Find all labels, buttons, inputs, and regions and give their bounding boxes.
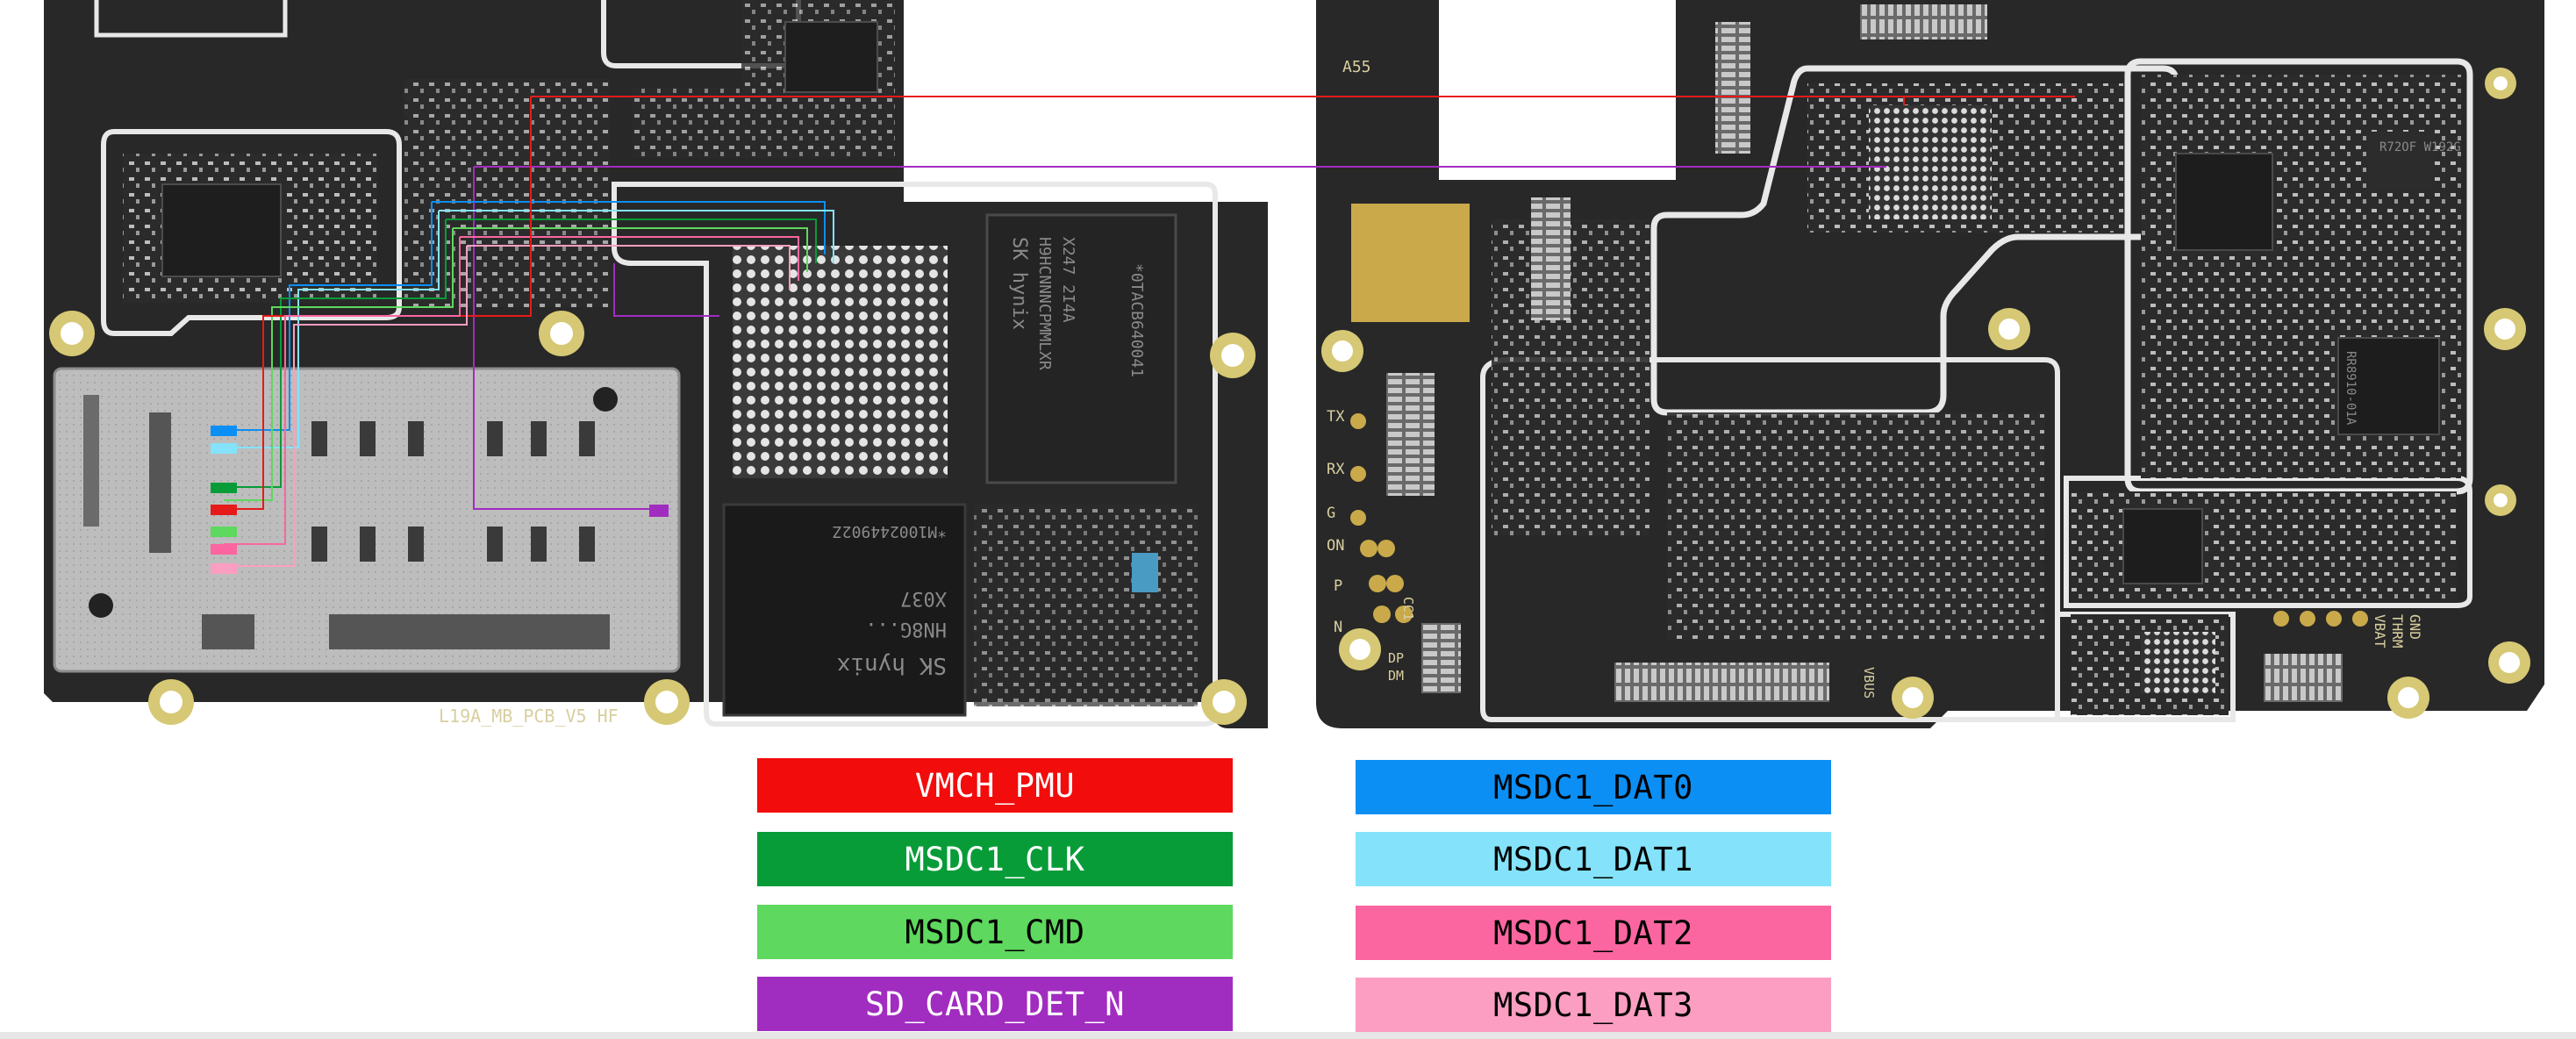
sd-socket-pin-highlights (211, 426, 669, 574)
left-pcb-label: L19A_MB_PCB_V5 HF (439, 706, 619, 727)
trace-msdc1-dat1 (439, 210, 834, 263)
svg-text:G: G (1327, 505, 1335, 522)
top-flex-connector (1860, 4, 1987, 39)
svg-text:DP: DP (1388, 650, 1404, 666)
svg-text:X037: X037 (900, 587, 947, 609)
legend-msdc1-dat0: MSDC1_DAT0 (1356, 760, 1831, 814)
battery-connector (2264, 654, 2343, 702)
svg-text:GND: GND (2407, 614, 2423, 640)
footer-divider (0, 1032, 2576, 1039)
svg-text:R72OF W192G: R72OF W192G (2379, 140, 2461, 154)
signal-traces (224, 96, 2075, 567)
legend-msdc1-dat2: MSDC1_DAT2 (1356, 906, 1831, 960)
right-board: A55 RR8910-01A R72OF W192G (1316, 0, 2544, 728)
svg-text:DM: DM (1388, 668, 1404, 684)
svg-text:RR8910-01A: RR8910-01A (2343, 351, 2358, 426)
svg-text:VBUS: VBUS (1861, 667, 1877, 699)
board-to-board-connector (1715, 22, 1750, 154)
trace-msdc1-dat3 (467, 245, 791, 290)
soc-bga-pads (733, 246, 948, 478)
trace-msdc1-clk (446, 219, 817, 263)
svg-text:H9HCNNNCPMMLXR: H9HCNNNCPMMLXR (1035, 237, 1054, 370)
rf-pa-chip (2337, 337, 2440, 435)
legend-msdc1-dat1: MSDC1_DAT1 (1356, 832, 1831, 886)
rf-transceiver-chip (2175, 153, 2273, 251)
svg-text:RX: RX (1327, 461, 1345, 478)
svg-text:HN8G...: HN8G... (865, 618, 947, 640)
legend-sd-card-det-n: SD_CARD_DET_N (757, 977, 1233, 1031)
gold-contact-pad (1351, 204, 1470, 322)
legend-msdc1-dat3: MSDC1_DAT3 (1356, 978, 1831, 1032)
svg-text:TX: TX (1327, 408, 1345, 426)
pmic-bga-pads (1869, 105, 1992, 219)
svg-text:SK hynix: SK hynix (837, 652, 947, 678)
svg-text:X247 2I4A: X247 2I4A (1059, 237, 1077, 323)
svg-text:VBAT: VBAT (2372, 614, 2388, 648)
svg-text:P: P (1334, 577, 1342, 595)
svg-text:N: N (1334, 619, 1342, 636)
svg-text:CC1: CC1 (1400, 597, 1416, 620)
left-board: SK hynix H9HCNNNCPMMLXR X247 2I4A *0TACB… (44, 0, 1268, 728)
svg-text:*M100244902Z: *M100244902Z (833, 522, 947, 541)
svg-text:SK hynix: SK hynix (1008, 237, 1030, 330)
svg-text:*0TACB640041: *0TACB640041 (1127, 263, 1146, 377)
trace-msdc1-cmd (453, 227, 808, 272)
left-pmic-chip (161, 183, 282, 277)
ram-chip (985, 213, 1177, 484)
legend-vmch-pmu: VMCH_PMU (757, 758, 1233, 813)
trace-msdc1-dat0 (432, 201, 826, 254)
trace-msdc1-dat2 (460, 236, 799, 281)
legend-msdc1-clk: MSDC1_CLK (757, 832, 1233, 886)
display-connector (1531, 197, 1571, 320)
svg-text:A55: A55 (1342, 58, 1371, 76)
legend-msdc1-cmd: MSDC1_CMD (757, 905, 1233, 959)
usb-side-connector (1386, 373, 1435, 496)
emmc-chip (722, 503, 967, 717)
svg-text:THRM: THRM (2389, 614, 2406, 648)
bottom-flex-connector (1614, 663, 1829, 702)
svg-text:ON: ON (1327, 537, 1344, 555)
